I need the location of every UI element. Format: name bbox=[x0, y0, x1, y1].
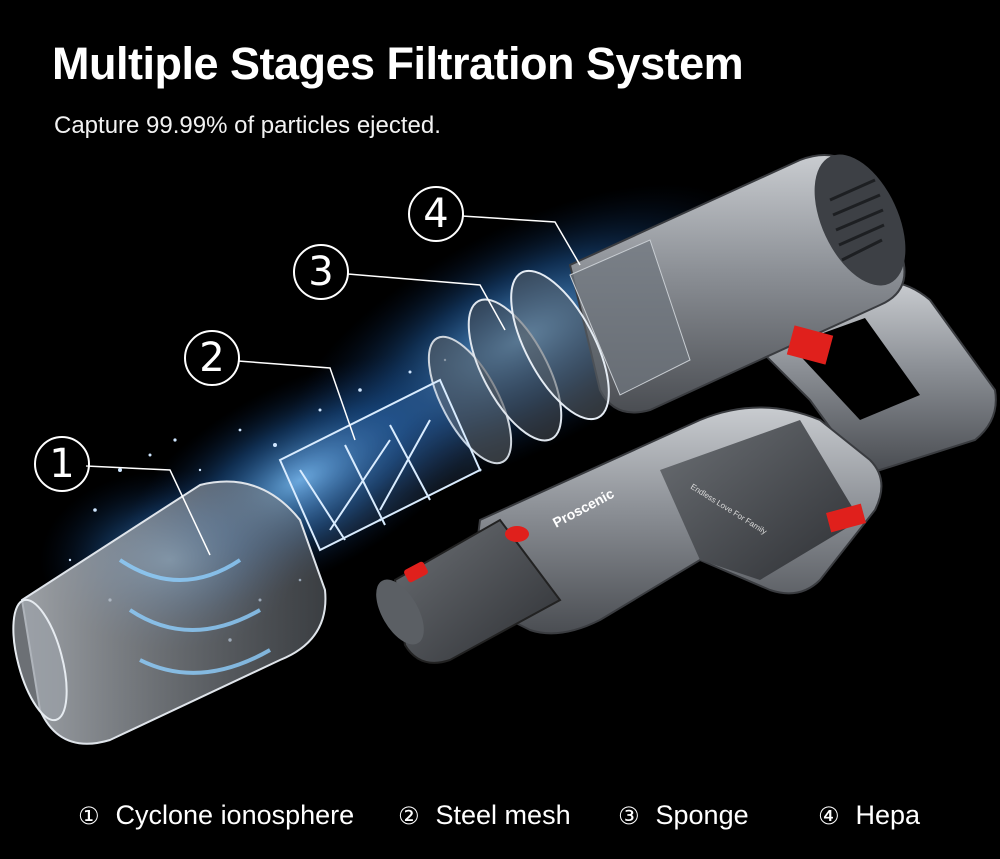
legend-label: Steel mesh bbox=[435, 800, 571, 830]
legend-label: Sponge bbox=[655, 800, 749, 830]
legend-number: ② bbox=[398, 801, 420, 830]
page-title: Multiple Stages Filtration System bbox=[52, 38, 744, 89]
steel-mesh bbox=[278, 378, 482, 552]
filter-discs bbox=[427, 239, 691, 465]
legend-item-3: ③ Sponge bbox=[618, 800, 749, 831]
page-subtitle: Capture 99.99% of particles ejected. bbox=[54, 112, 441, 139]
legend-item-1: ① Cyclone ionosphere bbox=[78, 800, 354, 831]
callout-3: 3 bbox=[293, 244, 349, 300]
callout-lines bbox=[85, 215, 581, 556]
legend: ① Cyclone ionosphere ② Steel mesh ③ Spon… bbox=[0, 800, 1000, 844]
legend-number: ④ bbox=[818, 801, 840, 830]
legend-item-4: ④ Hepa bbox=[818, 800, 920, 831]
callout-2: 2 bbox=[184, 330, 240, 386]
callout-4: 4 bbox=[408, 186, 464, 242]
dust-cup bbox=[12, 480, 327, 745]
legend-label: Cyclone ionosphere bbox=[115, 800, 355, 830]
legend-item-2: ② Steel mesh bbox=[398, 800, 571, 831]
legend-label: Hepa bbox=[855, 800, 921, 830]
legend-number: ③ bbox=[618, 801, 640, 830]
vacuum-body: Proscenic Endless Love For Family bbox=[376, 154, 997, 664]
callout-1: 1 bbox=[34, 436, 90, 492]
particles bbox=[68, 358, 482, 642]
legend-number: ① bbox=[78, 801, 100, 830]
